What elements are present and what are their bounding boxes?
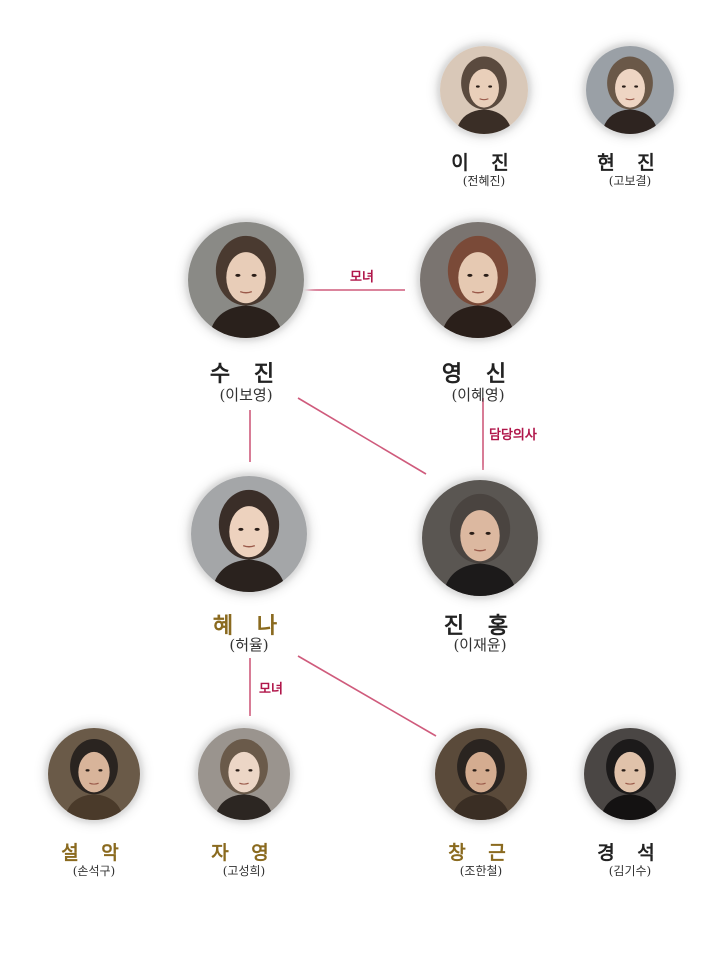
- character-hyeonjin[interactable]: 현 진(고보결): [560, 46, 700, 192]
- portrait-hyeonjin: [586, 46, 674, 134]
- character-ijin[interactable]: 이 진(전혜진): [414, 46, 554, 192]
- portrait-jayeong: [198, 728, 290, 820]
- actor-name: (허율): [229, 636, 269, 654]
- character-name: 자 영: [211, 842, 277, 864]
- actor-name: (이보영): [219, 386, 273, 404]
- character-yeongsin[interactable]: 영 신(이혜영): [408, 222, 548, 404]
- edge-label-sujin-yeongsin: 모녀: [347, 266, 377, 285]
- actor-name: (김기수): [608, 864, 652, 878]
- character-name: 영 신: [441, 361, 515, 387]
- portrait-jinhong: [422, 480, 538, 596]
- relationship-lines: [249, 289, 484, 737]
- portrait-hyena: [191, 476, 307, 592]
- actor-name: (전혜진): [462, 174, 506, 188]
- character-name: 진 홍: [443, 613, 517, 639]
- actor-name: (고성희): [222, 864, 266, 878]
- portrait-yeongsin: [420, 222, 536, 338]
- character-jinhong[interactable]: 진 홍(이재윤): [410, 480, 550, 654]
- character-jayeong[interactable]: 자 영(고성희): [174, 728, 314, 882]
- character-name: 경 석: [597, 842, 663, 864]
- portrait-seorak: [48, 728, 140, 820]
- actor-name: (손석구): [72, 864, 116, 878]
- portrait-gyeongseok: [584, 728, 676, 820]
- character-name: 설 악: [61, 842, 127, 864]
- edge-label-hyena-jayeong: 모녀: [256, 678, 286, 697]
- character-name: 이 진: [451, 152, 517, 174]
- portrait-ijin: [440, 46, 528, 134]
- actor-name: (이재윤): [453, 636, 507, 654]
- portrait-changgeun: [435, 728, 527, 820]
- edge-sujin-jinhong: [297, 397, 427, 475]
- portrait-sujin: [188, 222, 304, 338]
- actor-name: (이혜영): [451, 386, 505, 404]
- character-sujin[interactable]: 수 진(이보영): [176, 222, 316, 404]
- edge-label-yeongsin-jinhong: 담당의사: [486, 424, 540, 443]
- character-gyeongseok[interactable]: 경 석(김기수): [560, 728, 700, 882]
- character-name: 혜 나: [212, 613, 286, 639]
- character-name: 수 진: [209, 361, 283, 387]
- actor-name: (조한철): [459, 864, 503, 878]
- character-hyena[interactable]: 혜 나(허율): [179, 476, 319, 654]
- edge-hyena-changgeun: [297, 655, 437, 737]
- character-changgeun[interactable]: 창 근(조한철): [411, 728, 551, 882]
- character-seorak[interactable]: 설 악(손석구): [24, 728, 164, 882]
- character-name: 창 근: [448, 842, 514, 864]
- character-name: 현 진: [597, 152, 663, 174]
- actor-name: (고보결): [608, 174, 652, 188]
